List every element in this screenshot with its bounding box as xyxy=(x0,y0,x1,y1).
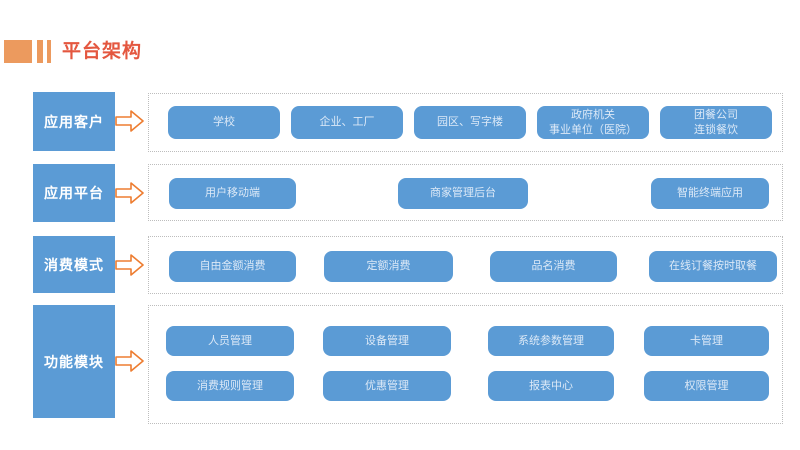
container-function-modules: 人员管理 设备管理 系统参数管理 卡管理 消费规则管理 优惠管理 报表中心 权限… xyxy=(148,305,783,424)
page-title: 平台架构 xyxy=(62,40,143,62)
node-school: 学校 xyxy=(168,106,280,139)
node-smart-terminal-app: 智能终端应用 xyxy=(651,178,769,209)
node-permission-management: 权限管理 xyxy=(644,371,769,401)
node-catering-company-chain: 团餐公司 连锁餐饮 xyxy=(660,105,772,140)
title-deco-bar-icon xyxy=(47,40,51,63)
node-user-mobile-app: 用户移动端 xyxy=(169,178,296,209)
right-block-arrow-icon xyxy=(115,254,144,276)
right-block-arrow-icon xyxy=(115,350,144,372)
row-label-function-modules: 功能模块 xyxy=(33,305,115,418)
node-discount-management: 优惠管理 xyxy=(323,371,451,401)
title-deco-square-icon xyxy=(4,40,32,63)
row-label-application-customers: 应用客户 xyxy=(33,92,115,151)
node-fixed-amount-consumption: 定额消费 xyxy=(324,251,453,282)
node-system-parameter-management: 系统参数管理 xyxy=(488,326,614,356)
node-device-management: 设备管理 xyxy=(323,326,451,356)
container-application-platform: 用户移动端 商家管理后台 智能终端应用 xyxy=(148,164,783,221)
node-free-amount-consumption: 自由金额消费 xyxy=(169,251,296,282)
title-deco-bar-icon xyxy=(37,40,43,63)
node-item-name-consumption: 品名消费 xyxy=(490,251,617,282)
node-enterprise-factory: 企业、工厂 xyxy=(291,106,403,139)
node-report-center: 报表中心 xyxy=(488,371,614,401)
node-card-management: 卡管理 xyxy=(644,326,769,356)
node-online-order-pickup: 在线订餐按时取餐 xyxy=(649,251,777,282)
node-park-office-building: 园区、写字楼 xyxy=(414,106,526,139)
row-label-application-platform: 应用平台 xyxy=(33,164,115,222)
container-application-customers: 学校 企业、工厂 园区、写字楼 政府机关 事业单位（医院） 团餐公司 连锁餐饮 xyxy=(148,93,783,152)
node-personnel-management: 人员管理 xyxy=(166,326,294,356)
node-consumption-rule-management: 消费规则管理 xyxy=(166,371,294,401)
right-block-arrow-icon xyxy=(115,182,144,204)
right-block-arrow-icon xyxy=(115,110,144,132)
node-government-institution-hospital: 政府机关 事业单位（医院） xyxy=(537,105,649,140)
container-consumption-mode: 自由金额消费 定额消费 品名消费 在线订餐按时取餐 xyxy=(148,236,783,294)
node-merchant-admin-backend: 商家管理后台 xyxy=(398,178,528,209)
row-label-consumption-mode: 消费模式 xyxy=(33,236,115,293)
